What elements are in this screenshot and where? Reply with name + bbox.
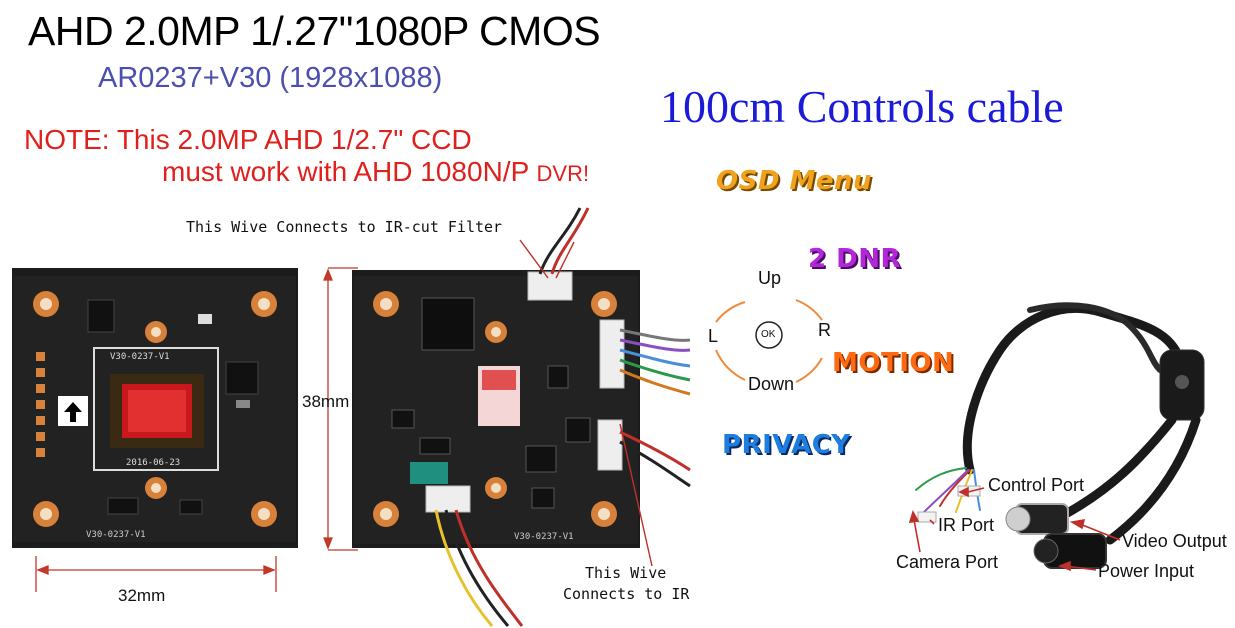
note-line-2-text: must work with AHD 1080N/P — [162, 156, 529, 187]
ir-label-line-2: Connects to IR — [563, 585, 690, 603]
camera-port-label: Camera Port — [896, 552, 999, 572]
width-dimension: 32mm — [118, 586, 166, 605]
osd-menu-badge: OSD Menu — [716, 166, 872, 196]
privacy-badge: PRIVACY — [722, 430, 851, 460]
joystick-right: R — [818, 320, 831, 340]
height-dimension: 38mm — [302, 392, 350, 411]
pcb-label-front: V30-0237-V1 — [86, 530, 146, 540]
dnr-badge: 2 DNR — [808, 244, 902, 274]
pcb-front — [12, 268, 298, 548]
ir-port-label: IR Port — [938, 515, 995, 535]
note-line-1: NOTE: This 2.0MP AHD 1/2.7" CCD — [24, 124, 472, 155]
label-pointers — [519, 239, 653, 567]
control-port-label: Control Port — [988, 475, 1085, 495]
cable-pointers — [908, 486, 1121, 572]
joystick-up: Up — [758, 268, 782, 288]
cable-title: 100cm Controls cable — [660, 81, 1064, 132]
ir-label-line-1: This Wive — [585, 564, 667, 582]
note-line-2: must work with AHD 1080N/P DVR! — [162, 156, 589, 188]
joystick-diagram — [715, 299, 823, 383]
joystick-left: L — [708, 326, 719, 346]
joystick-down: Down — [748, 374, 795, 394]
chip-label-top: V30-0237-V1 — [110, 352, 170, 362]
joystick-ok: OK — [761, 329, 776, 340]
sensor-model: AR0237+V30 (1928x1088) — [98, 62, 443, 94]
product-title: AHD 2.0MP 1/.27"1080P CMOS — [28, 8, 601, 54]
ir-filter-label: This Wive Connects to IR-cut Filter — [186, 218, 503, 236]
power-input-label: Power Input — [1098, 561, 1195, 581]
pcb-label-back: V30-0237-V1 — [514, 532, 574, 542]
chip-date: 2016-06-23 — [126, 458, 181, 468]
video-output-label: Video Output — [1122, 531, 1227, 551]
pcb-back — [352, 270, 640, 548]
motion-badge: MOTION — [832, 348, 955, 378]
wires — [434, 207, 691, 627]
dimension-lines — [35, 267, 358, 592]
note-line-2-tail: DVR! — [536, 161, 590, 186]
control-cable — [915, 302, 1205, 569]
